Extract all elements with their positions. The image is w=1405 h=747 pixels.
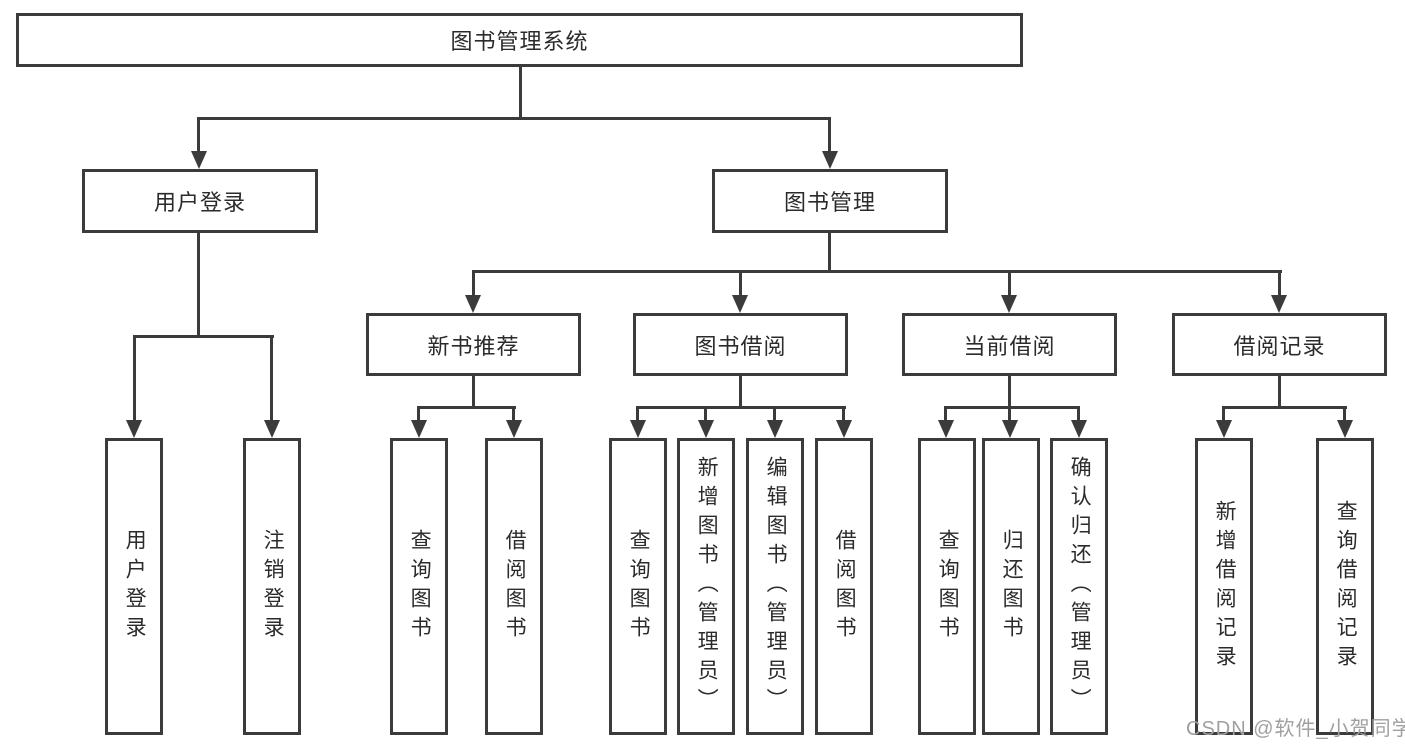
leaf-user-login: 用户登录 bbox=[105, 438, 163, 735]
leaf-recommend-query-books-label: 查询图书 bbox=[408, 528, 432, 645]
connector bbox=[133, 335, 274, 338]
leaf-borrow-query-books-label: 查询图书 bbox=[627, 528, 651, 645]
connector bbox=[270, 335, 273, 422]
arrow-down-icon bbox=[732, 295, 748, 313]
connector bbox=[773, 406, 776, 422]
leaf-current-query-books-label: 查询图书 bbox=[936, 528, 960, 645]
arrow-down-icon bbox=[836, 420, 852, 438]
arrow-down-icon bbox=[126, 420, 142, 438]
arrow-down-icon bbox=[1216, 420, 1232, 438]
node-book-borrow: 图书借阅 bbox=[633, 313, 848, 376]
connector bbox=[197, 117, 831, 120]
connector bbox=[133, 335, 136, 422]
leaf-current-query-books: 查询图书 bbox=[918, 438, 976, 735]
leaf-add-book-admin-label: 新增图书（管理员） bbox=[695, 456, 719, 717]
connector bbox=[417, 406, 516, 409]
arrow-down-icon bbox=[938, 420, 954, 438]
connector bbox=[1008, 376, 1011, 408]
node-book-management-label: 图书管理 bbox=[783, 190, 876, 215]
connector bbox=[472, 376, 475, 408]
connector bbox=[472, 270, 475, 297]
connector bbox=[197, 233, 200, 337]
connector bbox=[842, 406, 845, 422]
node-book-borrow-label: 图书借阅 bbox=[694, 333, 787, 359]
connector bbox=[704, 406, 707, 422]
leaf-recommend-query-books: 查询图书 bbox=[390, 438, 448, 735]
leaf-return-books: 归还图书 bbox=[982, 438, 1040, 735]
leaf-query-borrow-record: 查询借阅记录 bbox=[1316, 438, 1374, 735]
connector bbox=[1077, 406, 1080, 422]
leaf-borrow-query-books: 查询图书 bbox=[609, 438, 667, 735]
connector bbox=[1278, 376, 1281, 408]
node-current-borrow: 当前借阅 bbox=[902, 313, 1117, 376]
leaf-confirm-return-admin-label: 确认归还（管理员） bbox=[1068, 456, 1092, 717]
leaf-borrow-books-label: 借阅图书 bbox=[833, 528, 857, 645]
node-new-book-recommend-label: 新书推荐 bbox=[427, 333, 520, 359]
connector bbox=[1008, 270, 1011, 297]
watermark: CSDN @软件_小贺同学 bbox=[1186, 718, 1405, 740]
connector bbox=[472, 270, 1282, 273]
node-borrow-records-label: 借阅记录 bbox=[1233, 333, 1326, 359]
leaf-logout-label: 注销登录 bbox=[261, 528, 285, 645]
node-current-borrow-label: 当前借阅 bbox=[963, 333, 1056, 359]
arrow-down-icon bbox=[465, 295, 481, 313]
leaf-recommend-borrow-books: 借阅图书 bbox=[485, 438, 543, 735]
node-book-management: 图书管理 bbox=[712, 169, 948, 233]
leaf-edit-book-admin: 编辑图书（管理员） bbox=[746, 438, 804, 735]
leaf-confirm-return-admin: 确认归还（管理员） bbox=[1050, 438, 1108, 735]
leaf-return-books-label: 归还图书 bbox=[1000, 528, 1024, 645]
connector bbox=[1008, 406, 1011, 422]
connector bbox=[1222, 406, 1347, 409]
leaf-add-borrow-record-label: 新增借阅记录 bbox=[1213, 499, 1237, 674]
connector bbox=[519, 67, 522, 119]
leaf-add-book-admin: 新增图书（管理员） bbox=[677, 438, 735, 735]
leaf-query-borrow-record-label: 查询借阅记录 bbox=[1334, 499, 1358, 674]
connector bbox=[197, 117, 200, 153]
arrow-down-icon bbox=[191, 151, 207, 169]
arrow-down-icon bbox=[1001, 295, 1017, 313]
connector bbox=[636, 406, 846, 409]
connector bbox=[944, 406, 1080, 409]
connector bbox=[828, 233, 831, 273]
connector bbox=[828, 117, 831, 153]
connector bbox=[1222, 406, 1225, 422]
arrow-down-icon bbox=[1002, 420, 1018, 438]
arrow-down-icon bbox=[1271, 295, 1287, 313]
arrow-down-icon bbox=[767, 420, 783, 438]
node-user-login: 用户登录 bbox=[82, 169, 318, 233]
arrow-down-icon bbox=[698, 420, 714, 438]
node-new-book-recommend: 新书推荐 bbox=[366, 313, 581, 376]
connector bbox=[1343, 406, 1346, 422]
connector bbox=[512, 406, 515, 422]
connector bbox=[739, 270, 742, 297]
node-borrow-records: 借阅记录 bbox=[1172, 313, 1387, 376]
arrow-down-icon bbox=[630, 420, 646, 438]
arrow-down-icon bbox=[411, 420, 427, 438]
leaf-user-login-label: 用户登录 bbox=[123, 528, 147, 645]
connector bbox=[739, 376, 742, 408]
connector bbox=[636, 406, 639, 422]
leaf-logout: 注销登录 bbox=[243, 438, 301, 735]
leaf-recommend-borrow-books-label: 借阅图书 bbox=[503, 528, 527, 645]
node-root: 图书管理系统 bbox=[16, 13, 1023, 67]
connector bbox=[1278, 270, 1281, 297]
arrow-down-icon bbox=[264, 420, 280, 438]
arrow-down-icon bbox=[506, 420, 522, 438]
node-user-login-label: 用户登录 bbox=[153, 190, 246, 215]
arrow-down-icon bbox=[1337, 420, 1353, 438]
connector bbox=[417, 406, 420, 422]
leaf-edit-book-admin-label: 编辑图书（管理员） bbox=[764, 456, 788, 717]
node-root-label: 图书管理系统 bbox=[450, 29, 589, 54]
connector bbox=[944, 406, 947, 422]
leaf-borrow-books: 借阅图书 bbox=[815, 438, 873, 735]
arrow-down-icon bbox=[1071, 420, 1087, 438]
arrow-down-icon bbox=[822, 151, 838, 169]
leaf-add-borrow-record: 新增借阅记录 bbox=[1195, 438, 1253, 735]
